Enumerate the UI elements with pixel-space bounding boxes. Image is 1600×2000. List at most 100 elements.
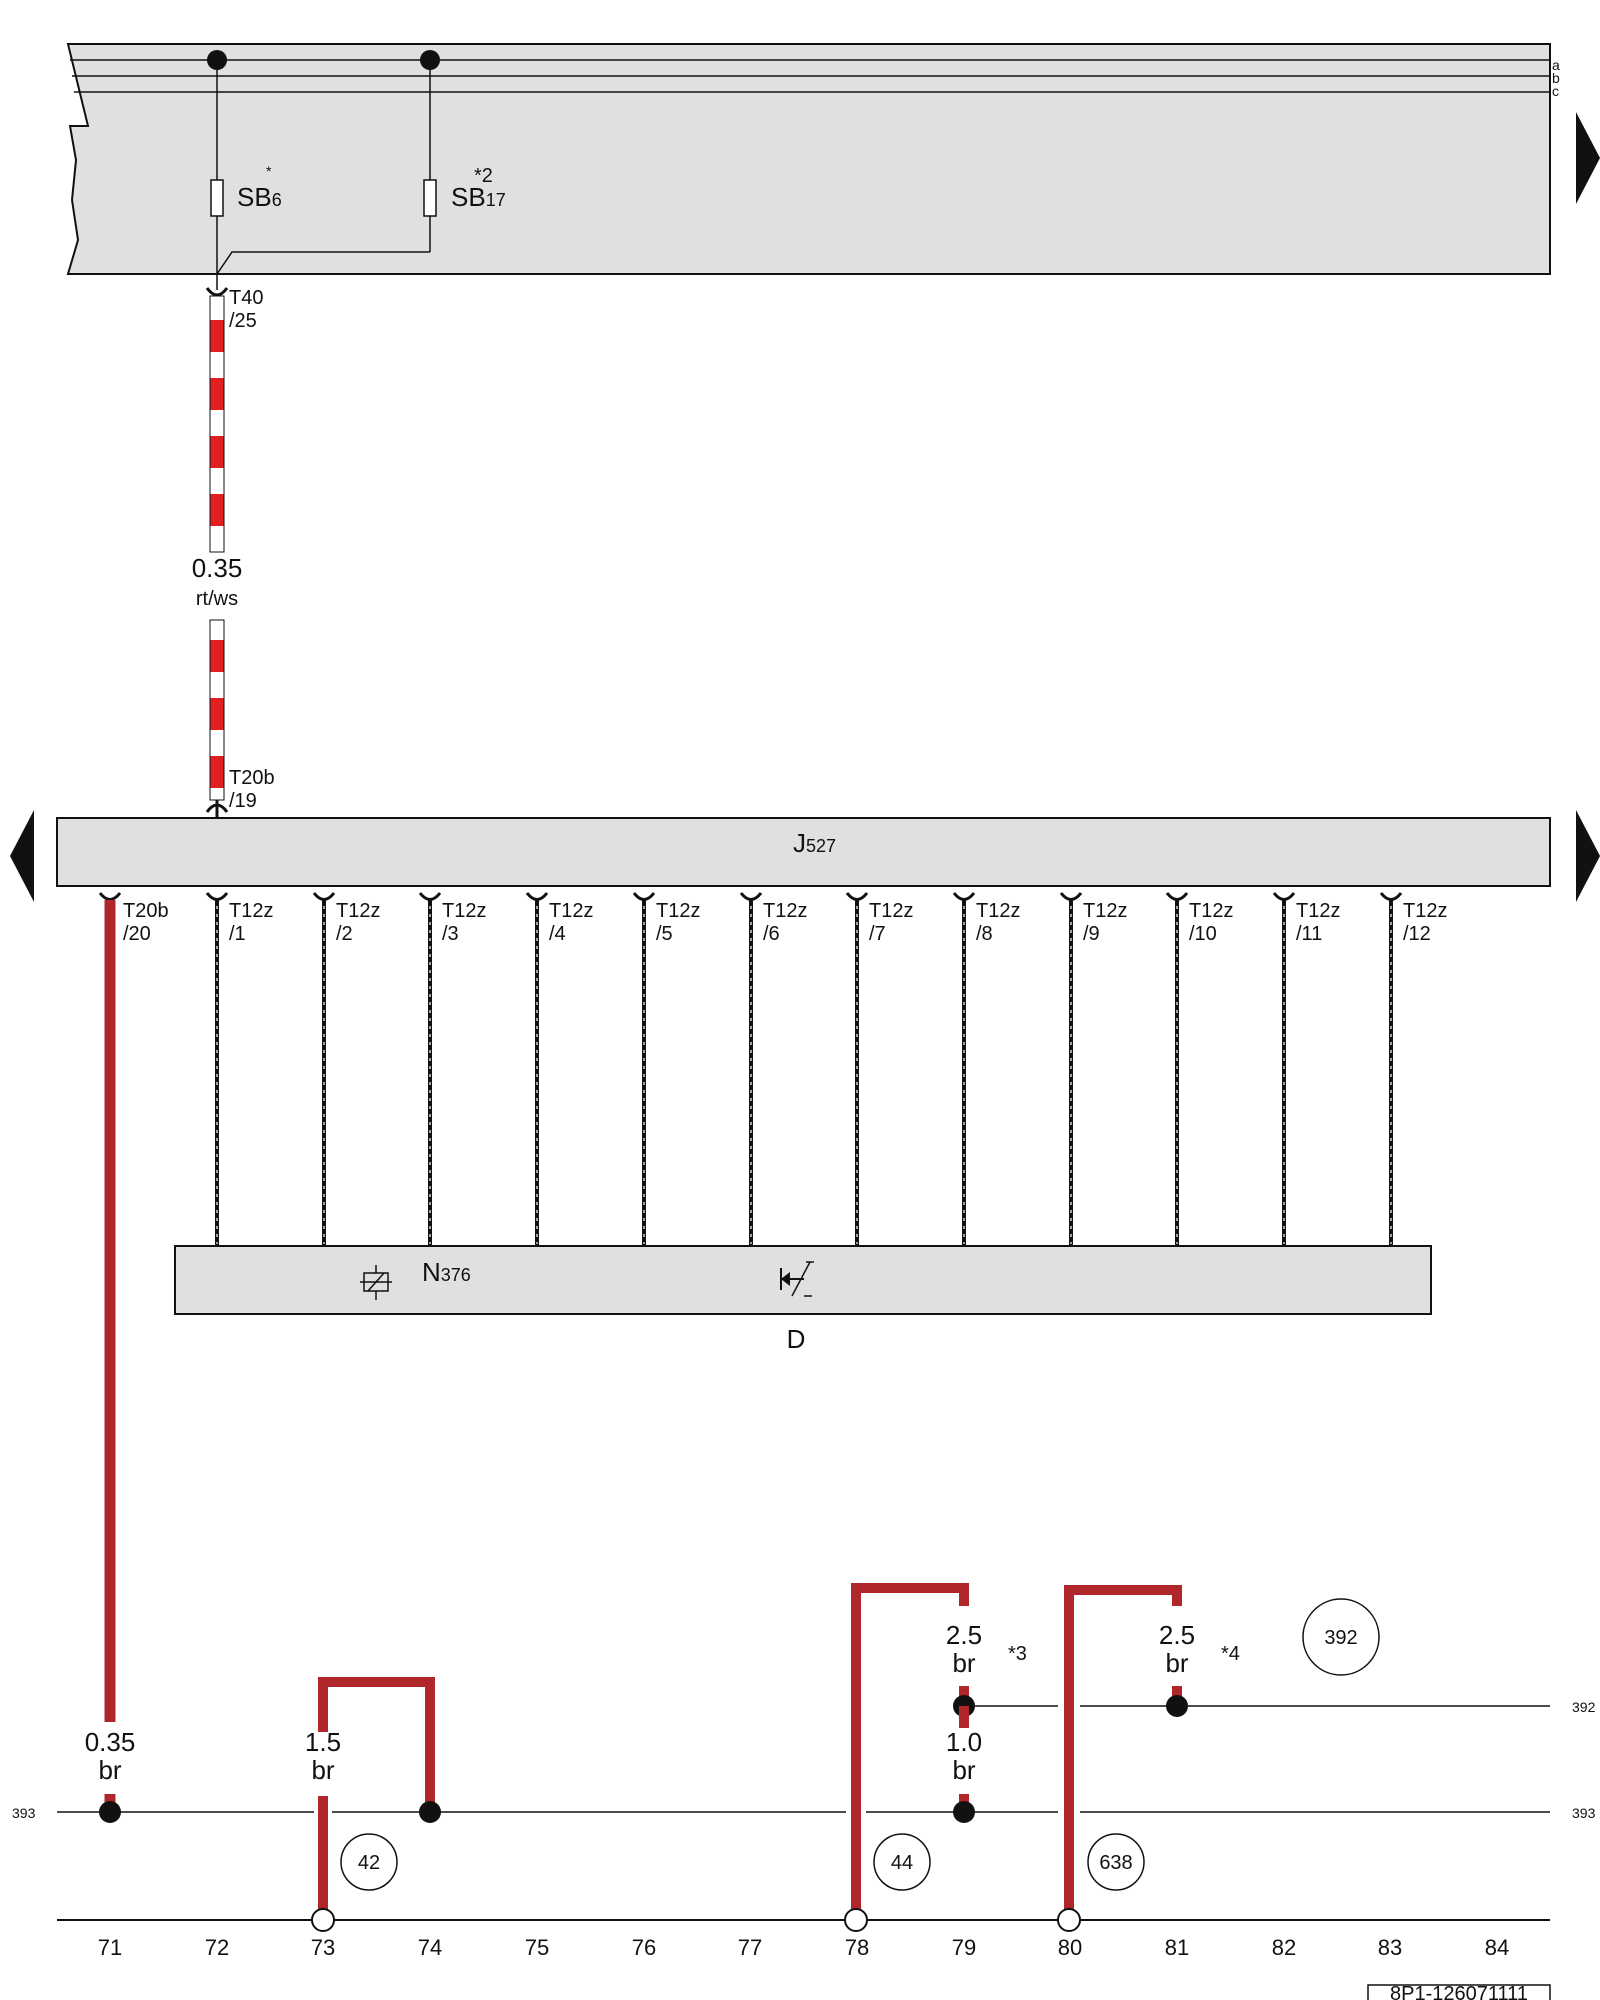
- t12z-pin-icon: [1272, 892, 1296, 901]
- doc-id: 8P1-126071111: [1390, 1983, 1528, 2000]
- wire-78-79-color: br: [952, 1648, 975, 1678]
- bus-lines: 393 393 392: [12, 1699, 1596, 1921]
- ground-ref-638: 638: [1099, 1852, 1132, 1874]
- ground-ref-42: 42: [358, 1852, 380, 1874]
- connector-t20b-20: T20b/20: [98, 892, 169, 945]
- grid-number: 78: [845, 1935, 869, 1960]
- t12z-pin-icon: [312, 892, 336, 901]
- t12z-pin-icon: [205, 892, 229, 901]
- ground-point-78: [844, 1908, 868, 1932]
- wire-78-79: 2.5 br *3 1.0 br: [844, 1583, 1027, 1932]
- wire-80-81-color: br: [1165, 1648, 1188, 1678]
- ground-ref-392: 392: [1324, 1627, 1357, 1649]
- wire-73-74-loop: [318, 1677, 435, 1812]
- t12z-pin-label: T12z/12: [1403, 900, 1447, 945]
- junction-dot-393-79: [953, 1801, 975, 1823]
- ground-ref-638-circle: [1087, 1833, 1145, 1891]
- t12z-pin-1: T12z/1: [205, 892, 273, 1246]
- grid-number: 71: [98, 1935, 122, 1960]
- wire-80-81: 2.5 br *4: [1057, 1585, 1240, 1932]
- wire-73-74-color: br: [311, 1755, 334, 1785]
- relay-coil-icon: [360, 1265, 392, 1300]
- grid-number: 83: [1378, 1935, 1402, 1960]
- t12z-pin-label: T12z/2: [336, 900, 380, 945]
- t12z-pin-3: T12z/3: [418, 892, 486, 1246]
- module-j527-box: [56, 817, 1551, 887]
- junction-dot-393-74: [419, 1801, 441, 1823]
- t12z-pin-icon: [952, 892, 976, 901]
- doc-id-box: 8P1-126071111: [1367, 1983, 1551, 2000]
- module-d: N376 D: [174, 1245, 1432, 1354]
- fuse-box-panel: [66, 43, 1551, 275]
- grid-number: 75: [525, 1935, 549, 1960]
- fuse-box: a b c SB6 * SB17 *2: [66, 43, 1600, 290]
- t12z-pin-12: T12z/12: [1379, 892, 1447, 1246]
- t12z-pin-5: T12z/5: [632, 892, 700, 1246]
- wire-79-mid-color: br: [952, 1755, 975, 1785]
- ignition-switch-icon: [780, 1261, 814, 1297]
- wire-78-79-loop: [851, 1583, 969, 1920]
- module-j527-label: J527: [793, 828, 836, 858]
- grid-number: 79: [952, 1935, 976, 1960]
- t12z-pin-label: T12z/3: [442, 900, 486, 945]
- wire-j527-ground-color: br: [98, 1755, 121, 1785]
- connector-t20b-20-icon: [98, 892, 122, 901]
- grid-number: 73: [311, 1935, 335, 1960]
- grid-number: 81: [1165, 1935, 1189, 1960]
- wire-rt-ws-upper: [209, 295, 225, 553]
- fuse-sb6-note: *: [266, 163, 272, 179]
- t12z-pin-6: T12z/6: [739, 892, 807, 1246]
- connector-t40-icon: [205, 287, 229, 297]
- bus-label-392-right: 392: [1572, 1699, 1596, 1715]
- module-j527: J527: [10, 810, 1600, 902]
- wire-78-79-size: 2.5: [946, 1620, 982, 1650]
- wire-80-81-size: 2.5: [1159, 1620, 1195, 1650]
- t12z-pin-2: T12z/2: [312, 892, 380, 1246]
- connector-t20b-19-label: T20b/19: [229, 767, 275, 812]
- t12z-pin-11: T12z/11: [1272, 892, 1340, 1246]
- continue-right-arrow-top: [1576, 112, 1600, 204]
- t12z-pin-icon: [1059, 892, 1083, 901]
- t12z-pin-9: T12z/9: [1059, 892, 1127, 1246]
- ground-ref-42-circle: [340, 1833, 398, 1891]
- connector-t20b-19: T20b/19: [205, 767, 275, 818]
- wire-fuse-to-j527: 0.35 rt/ws: [192, 295, 243, 801]
- t12z-pin-icon: [845, 892, 869, 901]
- wire-78-79-note: *3: [1008, 1643, 1027, 1665]
- t12z-pin-label: T12z/11: [1296, 900, 1340, 945]
- t12z-pin-label: T12z/1: [229, 900, 273, 945]
- t12z-pin-label: T12z/7: [869, 900, 913, 945]
- continue-left-arrow: [10, 810, 34, 902]
- t12z-pin-label: T12z/5: [656, 900, 700, 945]
- wire-j527-ground-size: 0.35: [85, 1727, 136, 1757]
- fuse-sb6-label: SB6: [237, 182, 282, 212]
- t12z-pin-icon: [739, 892, 763, 901]
- doc-id-frame: [1367, 1984, 1551, 2000]
- t12z-pin-7: T12z/7: [845, 892, 913, 1246]
- t12z-pin-icon: [525, 892, 549, 901]
- module-d-label: D: [787, 1324, 806, 1354]
- wire-79-mid-size: 1.0: [946, 1727, 982, 1757]
- connector-t20b-20-label: T20b/20: [123, 900, 169, 945]
- connector-t40: T40/25: [205, 287, 263, 332]
- junction-dot-392-81: [1166, 1695, 1188, 1717]
- t12z-pin-icon: [418, 892, 442, 901]
- grid-number: 76: [632, 1935, 656, 1960]
- module-n376-label: N376: [422, 1257, 471, 1287]
- grid-number: 82: [1272, 1935, 1296, 1960]
- t12z-pin-label: T12z/8: [976, 900, 1020, 945]
- connector-t40-label: T40/25: [229, 287, 263, 332]
- fuse-sb17-symbol: [423, 179, 437, 217]
- wire-fuse-to-j527-size: 0.35: [192, 553, 243, 583]
- t12z-pin-10: T12z/10: [1165, 892, 1233, 1246]
- grid-number: 72: [205, 1935, 229, 1960]
- bus-label-393-left: 393: [12, 1805, 36, 1821]
- t12z-pin-icon: [1165, 892, 1189, 901]
- wire-73-74: 1.5 br: [305, 1677, 441, 1932]
- wire-80-81-loop: [1064, 1585, 1182, 1920]
- grid-number: 77: [738, 1935, 762, 1960]
- t12z-pin-icon: [632, 892, 656, 901]
- wire-j527-ground: 0.35 br: [85, 900, 136, 1823]
